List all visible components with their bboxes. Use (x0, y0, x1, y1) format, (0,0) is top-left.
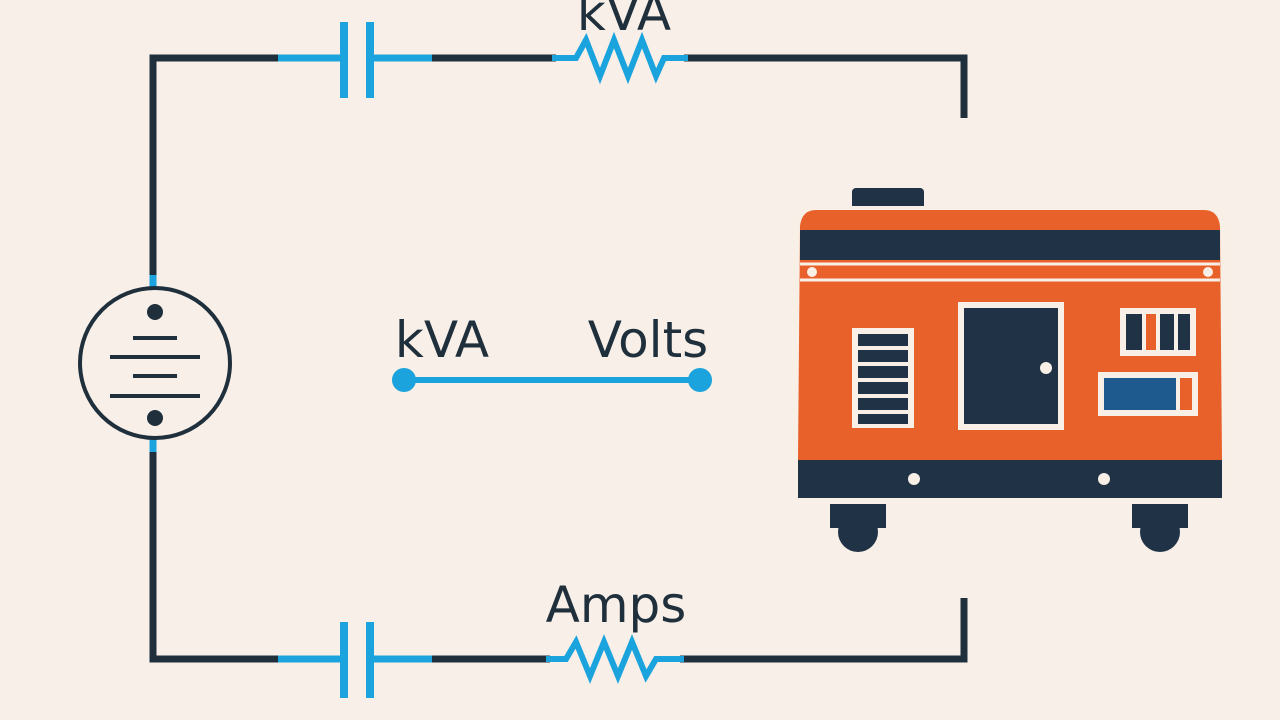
wire-left-upper (149, 54, 282, 280)
generator-base (798, 460, 1222, 498)
connector-right-dot (688, 368, 712, 392)
generator-wheels (830, 500, 1188, 552)
connector-left-dot (392, 368, 416, 392)
generator-display (1098, 372, 1198, 416)
resistor-icon (546, 634, 684, 684)
bottom-label: Amps (546, 576, 687, 634)
ac-source-icon (78, 286, 232, 440)
wire-top-right (684, 54, 968, 118)
circuit-wires (149, 54, 968, 663)
generator-door (958, 302, 1064, 430)
left-label: kVA (395, 311, 489, 369)
generator-handle (852, 188, 924, 210)
generator-control-panel (1120, 308, 1196, 356)
generator-icon (792, 188, 1228, 552)
top-label: kVA (577, 0, 671, 42)
capacitor-icon (340, 622, 374, 698)
wire-left-lower (149, 447, 282, 663)
generator-vent (852, 328, 914, 428)
resistor-icon (552, 31, 688, 85)
wire-bottom-right (680, 598, 968, 663)
kva-volts-connector (392, 368, 712, 392)
right-label: Volts (588, 311, 708, 369)
capacitor-icon (340, 22, 374, 98)
generator-top-band (800, 230, 1220, 260)
